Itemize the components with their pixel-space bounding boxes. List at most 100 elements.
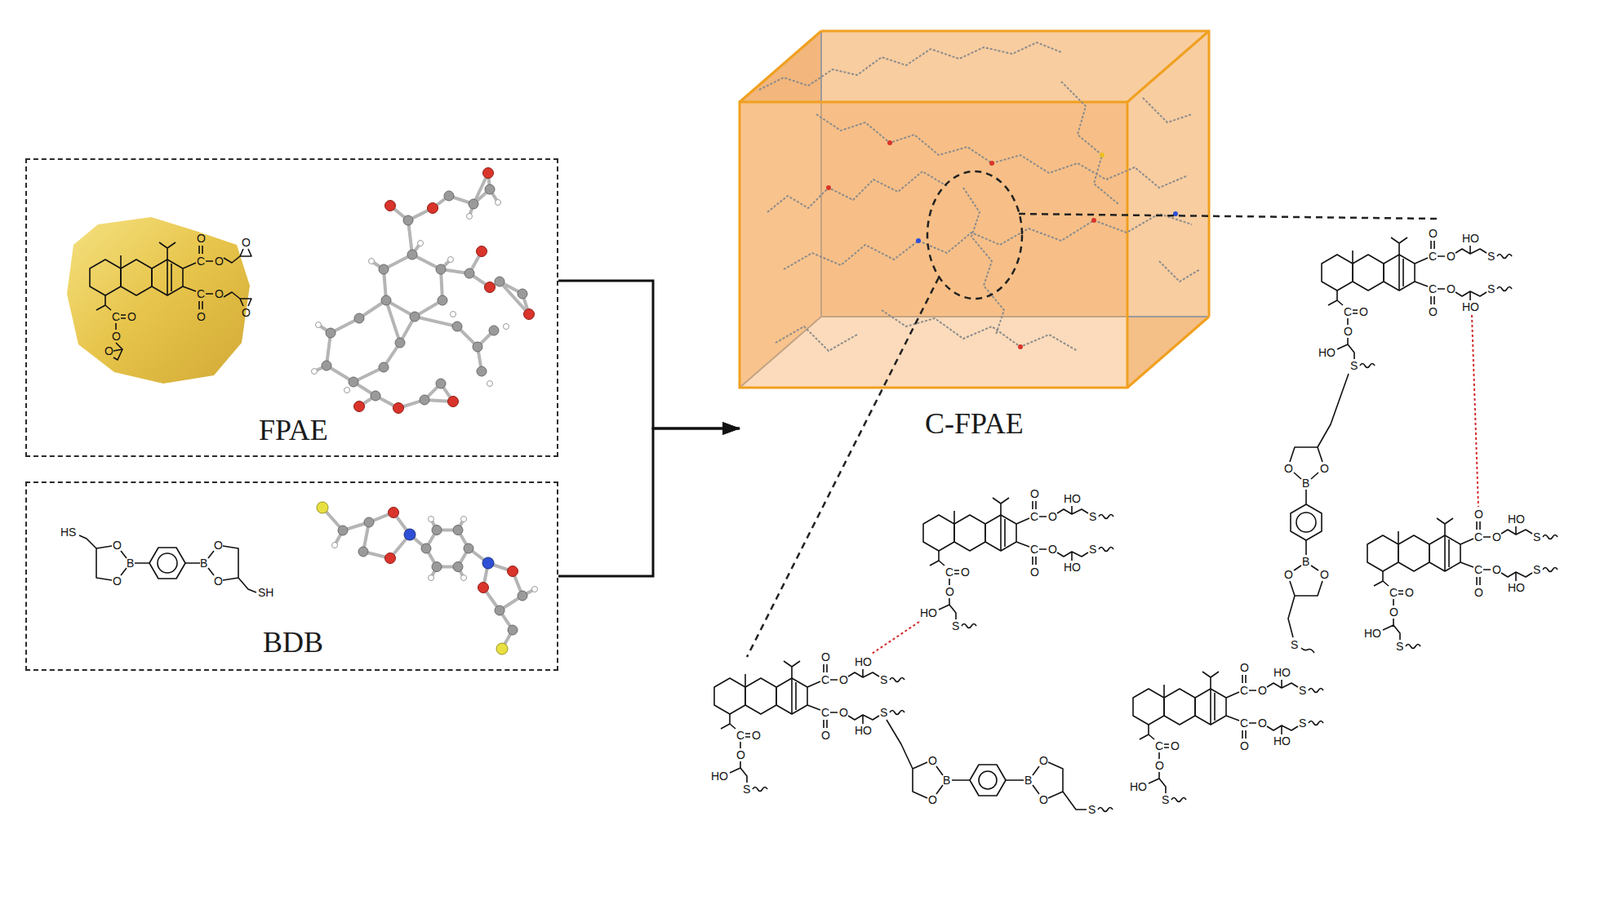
fpae-ball-stick-model: [419, 395, 430, 405]
rosin-chunk: [66, 217, 250, 384]
atom-label: HO: [1318, 346, 1336, 359]
fpae-ball-stick-model: [476, 246, 488, 258]
bdb-ball-stick-model: [517, 591, 528, 601]
atom-label: S: [742, 783, 751, 796]
fpae-ball-stick-model: [381, 295, 392, 306]
fpae-ball-stick-model: [435, 264, 446, 275]
atom-label: O: [1039, 755, 1049, 767]
atom-label: O: [127, 311, 137, 323]
fpae-ball-stick-model: [484, 184, 495, 195]
atom-label: HO: [1462, 232, 1480, 245]
atom-label: O: [1048, 511, 1058, 523]
fpae-ball-stick-model: [472, 342, 483, 352]
flow-arrow: [558, 280, 740, 429]
fpae-ball-stick-model: [395, 337, 405, 348]
fpae-ball-stick-model: [314, 173, 529, 409]
bdb-ball-stick-model: [404, 528, 416, 541]
atom-label: S: [1487, 283, 1495, 295]
atom-label: O: [945, 586, 955, 598]
fpae-ball-stick-model: [348, 377, 359, 387]
atom-label: S: [1290, 639, 1298, 651]
bdb-ball-stick-model: [463, 543, 474, 554]
bdb-ball-stick-model: [461, 516, 467, 523]
fpae-ball-stick-model: [503, 324, 510, 330]
molecule-cloud: [783, 213, 1192, 270]
zoom-callout: [746, 171, 1437, 658]
atom-label: S: [1350, 360, 1358, 372]
fpae-ball-stick-model: [354, 313, 365, 324]
atom-label: O: [112, 575, 122, 587]
borate-linker: [978, 771, 997, 790]
network-units: [714, 661, 838, 749]
bdb-ball-stick-model: [332, 516, 538, 593]
atom-label: HO: [1129, 781, 1147, 793]
borate-linker: [1296, 512, 1316, 533]
fpae-ball-stick-model: [311, 200, 510, 394]
atom-label: O: [196, 311, 206, 323]
molecule-cloud: [775, 326, 858, 352]
atom-label: O: [1240, 740, 1249, 752]
atom-label: O: [960, 566, 970, 578]
atom-label: HO: [854, 724, 872, 737]
bdb-ball-stick-model: [478, 582, 489, 594]
atom-label: O: [839, 674, 849, 686]
atom-label: O: [214, 288, 224, 300]
fpae-ball-stick-model: [448, 257, 454, 263]
atom-label: S: [880, 674, 888, 686]
atom-label: HO: [854, 656, 872, 668]
bdb-ball-stick-model: [385, 553, 396, 565]
atom-label: O: [751, 729, 761, 742]
atom-label: O: [1492, 564, 1502, 576]
atom-label: S: [1088, 511, 1097, 523]
molecule-cloud: [1142, 97, 1192, 123]
atom-label: S: [1533, 564, 1541, 576]
atom-label: C: [821, 674, 830, 686]
bdb-ball-stick-model: [322, 507, 535, 649]
bdb-ball-stick-model: [316, 502, 508, 655]
atom-label: HO: [1507, 582, 1525, 594]
bdb-ball-stick-model: [316, 502, 329, 514]
atom-label: S: [1533, 531, 1541, 543]
fpae-ball-stick-model: [524, 309, 535, 320]
flow-arrow: [558, 428, 740, 577]
atom-label: S: [1088, 804, 1096, 816]
bdb-ball-stick-model: [421, 543, 432, 554]
hydrogen-bond: [871, 315, 1479, 654]
atom-label: O: [839, 706, 849, 719]
atom-label: C: [1240, 684, 1249, 697]
atom-label: B: [200, 557, 208, 569]
atom-label: B: [942, 774, 951, 787]
atom-label: SH: [257, 586, 274, 599]
bdb-structure: [79, 535, 257, 593]
bdb-ball-stick-model: [494, 605, 505, 616]
fpae-ball-stick-model: [483, 168, 494, 179]
atom-label: C: [196, 288, 205, 300]
atom-label: O: [1170, 740, 1180, 752]
atom-label: HO: [1273, 666, 1291, 679]
bdb-ball-stick-model: [496, 643, 508, 655]
atom-label: HO: [1063, 561, 1081, 574]
atom-label: HO: [1507, 513, 1525, 525]
molecule-cloud: [759, 42, 1200, 352]
atom-label: O: [1030, 488, 1040, 500]
network-cube: [739, 31, 1209, 388]
atom-label: O: [928, 794, 938, 806]
fpae-ball-stick-model: [315, 322, 322, 329]
fpae-ball-stick-model: [417, 240, 424, 247]
molecule-atoms: [1017, 344, 1023, 350]
atom-label: O: [1446, 250, 1456, 263]
atom-label: HO: [920, 607, 938, 619]
fpae-ball-stick-model: [378, 264, 389, 275]
atom-label: O: [111, 330, 121, 343]
molecule-atoms: [826, 140, 1178, 350]
molecule-cloud: [1061, 81, 1119, 205]
atom-label: C: [111, 311, 120, 323]
network-units: [729, 669, 905, 792]
molecule-cloud: [1159, 261, 1200, 282]
molecule-cloud: [767, 171, 947, 213]
fpae-ball-stick-model: [488, 325, 499, 336]
fpae-ball-stick-model: [517, 288, 528, 299]
bdb-ball-stick-model: [404, 528, 494, 569]
